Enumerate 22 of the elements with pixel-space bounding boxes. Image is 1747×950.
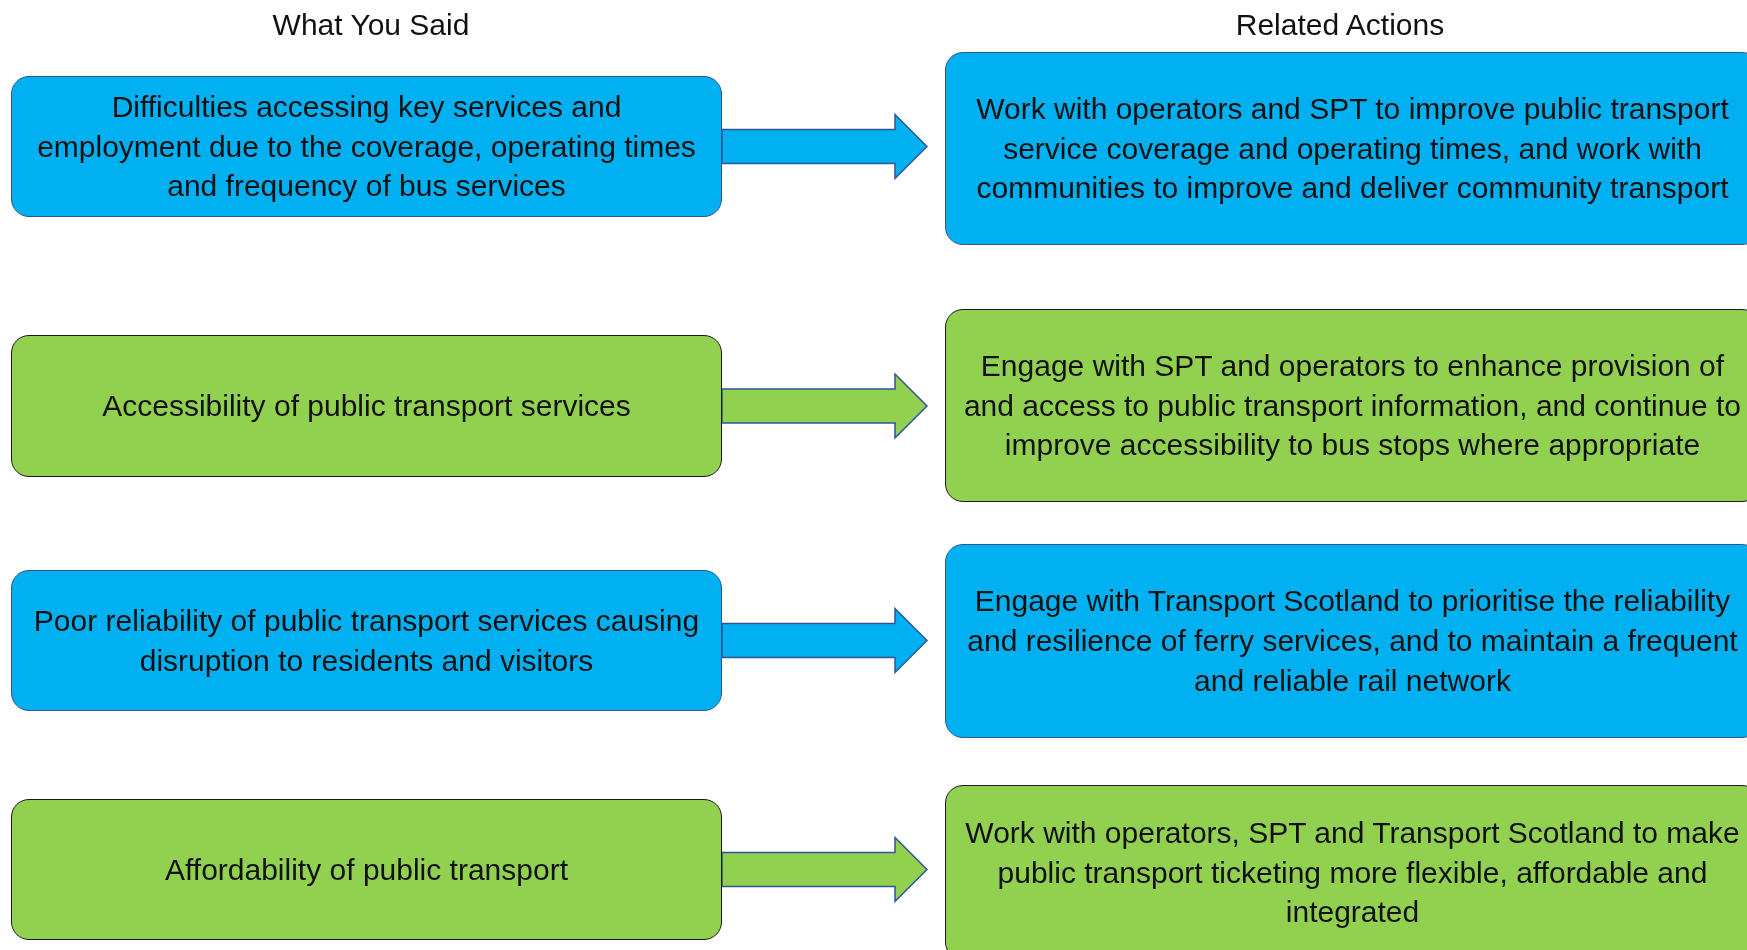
action-box bbox=[945, 309, 1747, 502]
action-box bbox=[945, 785, 1747, 950]
feedback-box bbox=[11, 570, 722, 711]
box-text: Accessibility of public transport services bbox=[102, 388, 631, 425]
block-arrow bbox=[721, 835, 929, 904]
box-text: Difficulties accessing key services and employment due to the coverage, operating times and frequency of bus services bbox=[36, 88, 697, 205]
block-arrow bbox=[721, 372, 929, 440]
action-box bbox=[945, 52, 1747, 245]
box-text: Affordability of public transport bbox=[165, 851, 568, 888]
feedback-box bbox=[11, 76, 722, 217]
column-heading: What You Said bbox=[272, 8, 470, 42]
box-text: Work with operators and SPT to improve public transport service coverage and operating times, and work with communities to improve and deliver community transport bbox=[975, 90, 1730, 207]
box-text: Poor reliability of public transport services causing disruption to residents and visitors bbox=[32, 602, 701, 679]
box-text: Work with operators, SPT and Transport Scotland to make public transport ticketing more flexible, affordable and integrated bbox=[964, 814, 1741, 931]
block-arrow bbox=[721, 112, 929, 181]
box-text: Engage with SPT and operators to enhance provision of and access to public transport information, and continue to improve accessibility to bus stops where appropriate bbox=[962, 347, 1743, 464]
feedback-box bbox=[11, 335, 722, 477]
block-arrow bbox=[721, 606, 929, 675]
box-text: Engage with Transport Scotland to prioritise the reliability and resilience of ferry services, and to maintain a frequent and reliable rail network bbox=[966, 583, 1739, 699]
action-box bbox=[945, 544, 1747, 738]
column-heading: Related Actions bbox=[1235, 8, 1445, 42]
feedback-box bbox=[11, 799, 722, 940]
